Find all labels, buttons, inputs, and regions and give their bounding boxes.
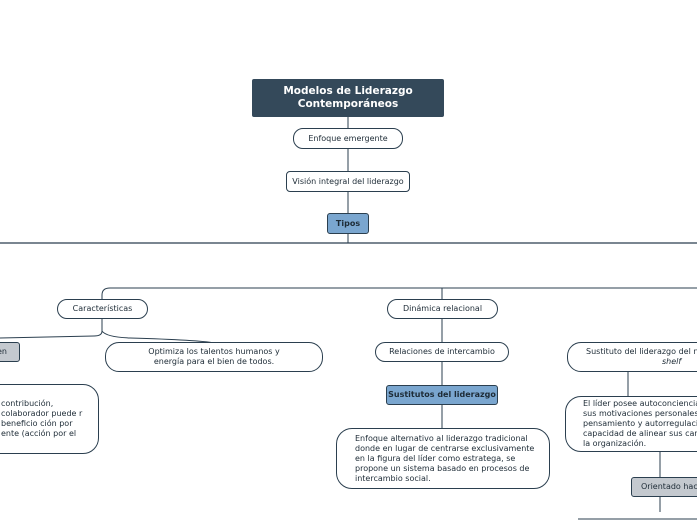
lider-posee-text: El líder posee autoconciencia sus motiva… bbox=[583, 399, 697, 448]
map-title[interactable]: Modelos de Liderazgo Contemporáneos bbox=[252, 79, 444, 117]
enfoque-alternativo-text: Enfoque alternativo al liderazgo tradici… bbox=[355, 433, 535, 483]
connector bbox=[0, 319, 103, 339]
sustituto-nivel-label: Sustituto del liderazgo del niv bbox=[586, 347, 697, 356]
sustituto-shelf-label: shelf bbox=[662, 357, 682, 366]
node-lider-posee[interactable]: El líder posee autoconciencia sus motiva… bbox=[565, 396, 697, 452]
node-enfoque-emergente[interactable]: Enfoque emergente bbox=[293, 128, 403, 149]
node-dinamica-relacional[interactable]: Dinámica relacional bbox=[387, 299, 498, 319]
node-vision-integral[interactable]: Visión integral del liderazgo bbox=[286, 171, 410, 192]
node-optimiza-talentos[interactable]: Optimiza los talentos humanos y energía … bbox=[105, 342, 323, 372]
node-enfoque-alternativo[interactable]: Enfoque alternativo al liderazgo tradici… bbox=[336, 428, 550, 489]
node-sustitutos-liderazgo[interactable]: Sustitutos del liderazgo bbox=[386, 385, 498, 405]
node-orientado[interactable]: Orientado haci bbox=[631, 477, 697, 497]
node-relaciones-intercambio[interactable]: Relaciones de intercambio bbox=[375, 342, 509, 362]
node-sustituto-nivel[interactable]: Sustituto del liderazgo del niv shelf bbox=[567, 342, 697, 372]
connector bbox=[101, 330, 215, 344]
branch-line bbox=[101, 287, 697, 299]
node-caracteristicas[interactable]: Características bbox=[57, 299, 148, 319]
node-partial-en[interactable]: en bbox=[0, 342, 20, 362]
node-tipos[interactable]: Tipos bbox=[327, 213, 369, 234]
node-contribucion[interactable]: contribución, colaborador puede r benefi… bbox=[0, 384, 99, 454]
contribucion-text: contribución, colaborador puede r benefi… bbox=[1, 399, 83, 438]
